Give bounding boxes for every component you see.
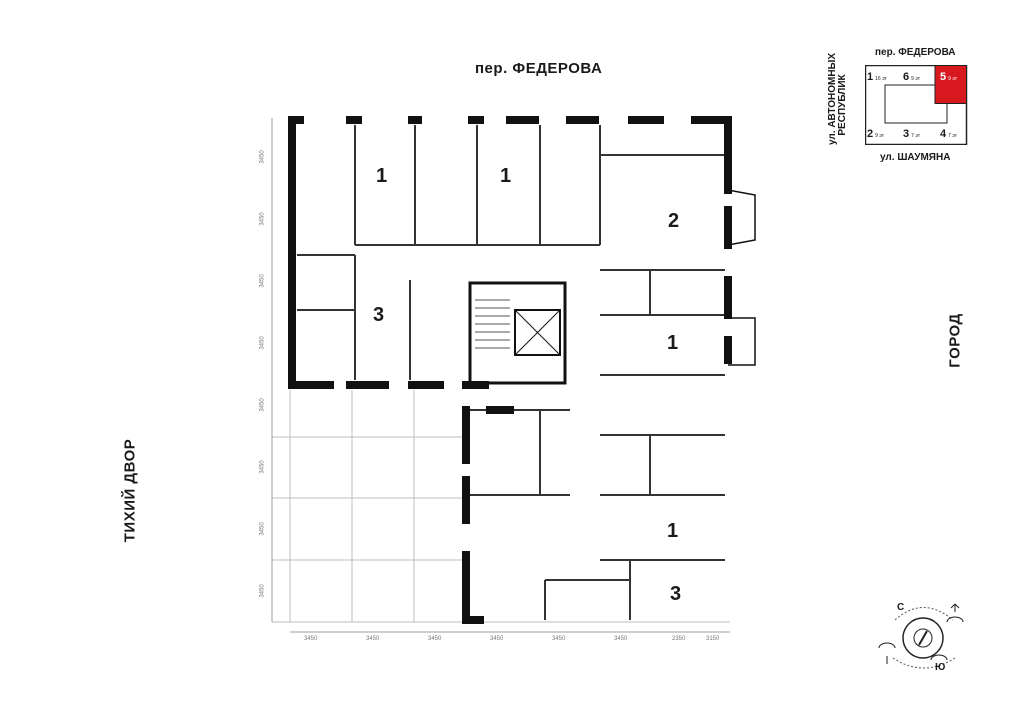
compass-south: Ю [935, 662, 946, 673]
key-plan-left-street: ул. АВТОНОМНЫХ РЕСПУБЛИК [827, 52, 848, 145]
key-plan-top-street: пер. ФЕДЕРОВА [875, 47, 956, 58]
dimension-bottom: 3450 3450 3450 3450 3450 3450 2350 3150 [304, 636, 720, 642]
room-count: 1 [667, 520, 679, 542]
compass-north: С [897, 602, 905, 613]
street-right: ГОРОД [946, 313, 964, 368]
room-count: 1 [667, 332, 679, 354]
street-left: ТИХИЙ ДВОР [121, 438, 139, 543]
key-plan-bottom-street: ул. ШАУМЯНА [880, 152, 951, 163]
street-top: пер. ФЕДЕРОВА [475, 60, 603, 77]
sun-icon [946, 603, 964, 623]
room-count: 3 [373, 304, 385, 326]
key-plan-outline [865, 65, 968, 145]
room-count: 1 [376, 165, 388, 187]
room-count: 2 [668, 210, 680, 232]
elevator [514, 309, 561, 356]
room-count: 1 [500, 165, 512, 187]
dimension-left: 3450 3450 3450 3450 3450 3450 3450 3450 [259, 150, 266, 598]
stair-core [468, 281, 567, 385]
compass-icon [878, 603, 964, 669]
room-count: 3 [670, 583, 682, 605]
sun-icon [878, 642, 896, 664]
sun-icon [930, 654, 948, 661]
key-plan: пер. ФЕДЕРОВА ул. ШАУМЯНА ул. АВТОНОМНЫХ… [827, 45, 980, 170]
compass: С Ю [875, 600, 975, 680]
